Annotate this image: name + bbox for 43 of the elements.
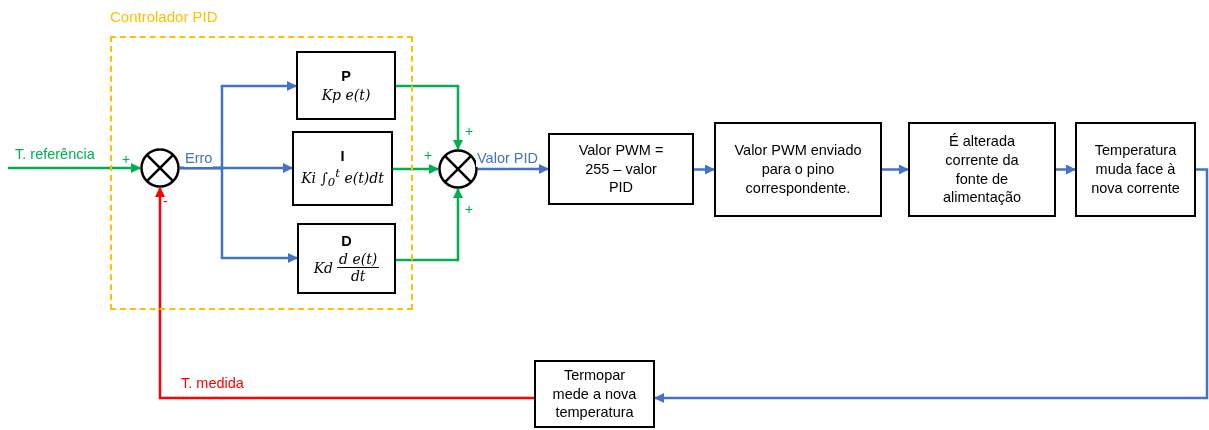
box-text: É alterada corrente da fonte de alimentação [941, 131, 1023, 208]
box-text: Valor PWM = 255 – valor PID [577, 140, 665, 198]
process-box [714, 122, 882, 217]
controller-group [108, 8, 413, 310]
box-text: Termopar mede a nova temperatura [551, 365, 638, 423]
summing-junction [438, 149, 478, 189]
box-text: Valor PWM enviado para o pino correspondente. [733, 141, 863, 198]
arrow [1056, 164, 1076, 175]
process-box [908, 122, 1056, 217]
formula: Kd [313, 258, 334, 277]
sign-label: + [424, 148, 433, 162]
sign-label: + [465, 124, 474, 138]
process-box [534, 360, 655, 428]
process-box [296, 51, 396, 120]
summing-junction [140, 148, 180, 188]
arrow [654, 168, 1209, 403]
box-text: Temperatura muda face à nova corrente [1090, 141, 1181, 198]
sign-label: - [163, 194, 168, 208]
edge-label: Valor PID [476, 151, 539, 167]
process-box [1075, 122, 1196, 217]
sign-label: + [465, 202, 474, 216]
process-box [297, 223, 396, 294]
denominator: dt [350, 268, 366, 285]
term-letter: I [340, 146, 345, 166]
formula: Kp e(t) [321, 85, 371, 104]
arrow [396, 188, 463, 262]
arrow [393, 164, 439, 174]
arrow [180, 166, 298, 263]
arrow [396, 84, 463, 150]
term-letter: P [341, 67, 351, 86]
group-title: Controlador PID [110, 8, 218, 25]
numerator: d e(t) [337, 251, 380, 269]
process-box [292, 131, 393, 206]
arrow [155, 187, 534, 400]
edge-label: Erro [184, 151, 214, 167]
arrow [694, 164, 715, 175]
arrow [882, 164, 909, 175]
sign-label: + [122, 152, 131, 166]
term-letter: D [341, 232, 352, 252]
process-box [548, 133, 694, 205]
formula: Ki ∫$_{0}$$^{t}$ e(t)dt [301, 165, 384, 191]
arrow [478, 164, 549, 174]
arrow [8, 163, 141, 173]
